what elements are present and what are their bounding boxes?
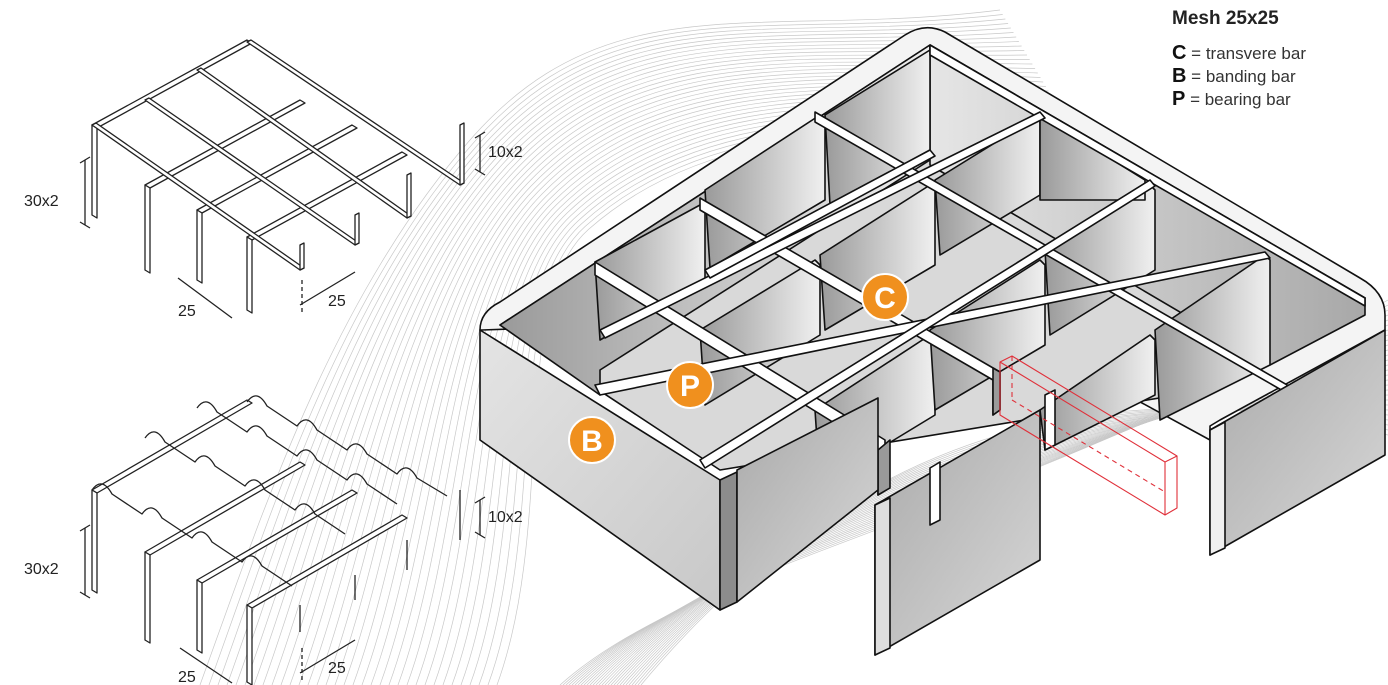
legend-item-c: C = transvere bar	[1172, 42, 1382, 65]
large-grating-cutaway	[479, 26, 1386, 656]
bottom-pitch-b-label: 25	[328, 660, 346, 677]
wave-line	[244, 32, 1014, 685]
wave-line	[343, 75, 1044, 685]
bottom-grating-drawing: 30x2 10x2 25 25	[24, 395, 523, 685]
wave-line	[316, 65, 1036, 685]
badge-p-label: P	[680, 370, 700, 403]
legend-title: Mesh 25x25	[1172, 8, 1279, 29]
wave-line	[271, 45, 1022, 685]
badge-b-label: B	[581, 425, 603, 458]
badge-p: P	[666, 361, 714, 409]
legend-item-p: P = bearing bar	[1172, 88, 1382, 111]
legend-key: B	[1172, 65, 1187, 87]
bottom-cross-bar-label: 10x2	[488, 509, 523, 526]
top-dimension-lines	[79, 131, 486, 319]
wave-line	[199, 9, 1001, 685]
badge-c-label: C	[874, 282, 896, 315]
top-pitch-b-label: 25	[328, 293, 346, 310]
front-right-panel-edge	[874, 497, 891, 656]
legend-key: P	[1172, 88, 1186, 110]
wave-line	[280, 50, 1025, 685]
legend-sep: =	[1186, 67, 1206, 86]
bottom-pitch-a-label: 25	[178, 669, 196, 685]
top-pitch-a-label: 25	[178, 303, 196, 320]
wave-line	[208, 14, 1003, 685]
bottom-bearing-bars	[91, 399, 408, 685]
top-cross-bar-label: 10x2	[488, 144, 523, 161]
front-left-floor	[736, 397, 879, 603]
legend: Mesh 25x25 C = transvere bar B = banding…	[1172, 8, 1382, 111]
wave-line	[352, 78, 1046, 685]
bottom-dimension-lines	[79, 496, 486, 684]
top-bearing-bars	[91, 39, 408, 314]
wave-line	[289, 54, 1028, 685]
removed-bar-outline	[999, 355, 1178, 516]
wave-line	[217, 18, 1006, 685]
wave-line	[298, 58, 1030, 685]
legend-sep: =	[1186, 44, 1206, 63]
legend-text: transvere bar	[1205, 44, 1306, 63]
bearing-bars	[594, 111, 1271, 469]
badge-b: B	[568, 416, 616, 464]
top-cross-bars	[91, 39, 465, 271]
badge-c: C	[861, 273, 909, 321]
legend-sep: =	[1185, 90, 1205, 109]
front-bar-left	[877, 439, 891, 496]
wave-line	[307, 61, 1033, 685]
panel-slot-2	[1044, 389, 1056, 451]
wave-line	[226, 23, 1009, 685]
right-outer-wall-end	[1209, 421, 1226, 556]
legend-item-b: B = banding bar	[1172, 65, 1382, 88]
front-bar-mid	[992, 367, 1001, 416]
legend-text: banding bar	[1205, 67, 1296, 86]
top-bar-height-label: 30x2	[24, 193, 59, 210]
wave-line	[334, 72, 1041, 685]
banding-bar-wall-end	[719, 471, 738, 611]
wave-line	[325, 68, 1038, 685]
bottom-cross-bars	[91, 395, 461, 632]
wave-line	[235, 27, 1011, 685]
top-grating-drawing: 30x2 10x2 25 25	[24, 39, 523, 320]
bottom-bar-height-label: 30x2	[24, 561, 59, 578]
legend-text: bearing bar	[1204, 90, 1291, 109]
panel-slot-1	[929, 461, 941, 526]
front-right-panel	[874, 409, 1041, 656]
legend-key: C	[1172, 42, 1187, 64]
